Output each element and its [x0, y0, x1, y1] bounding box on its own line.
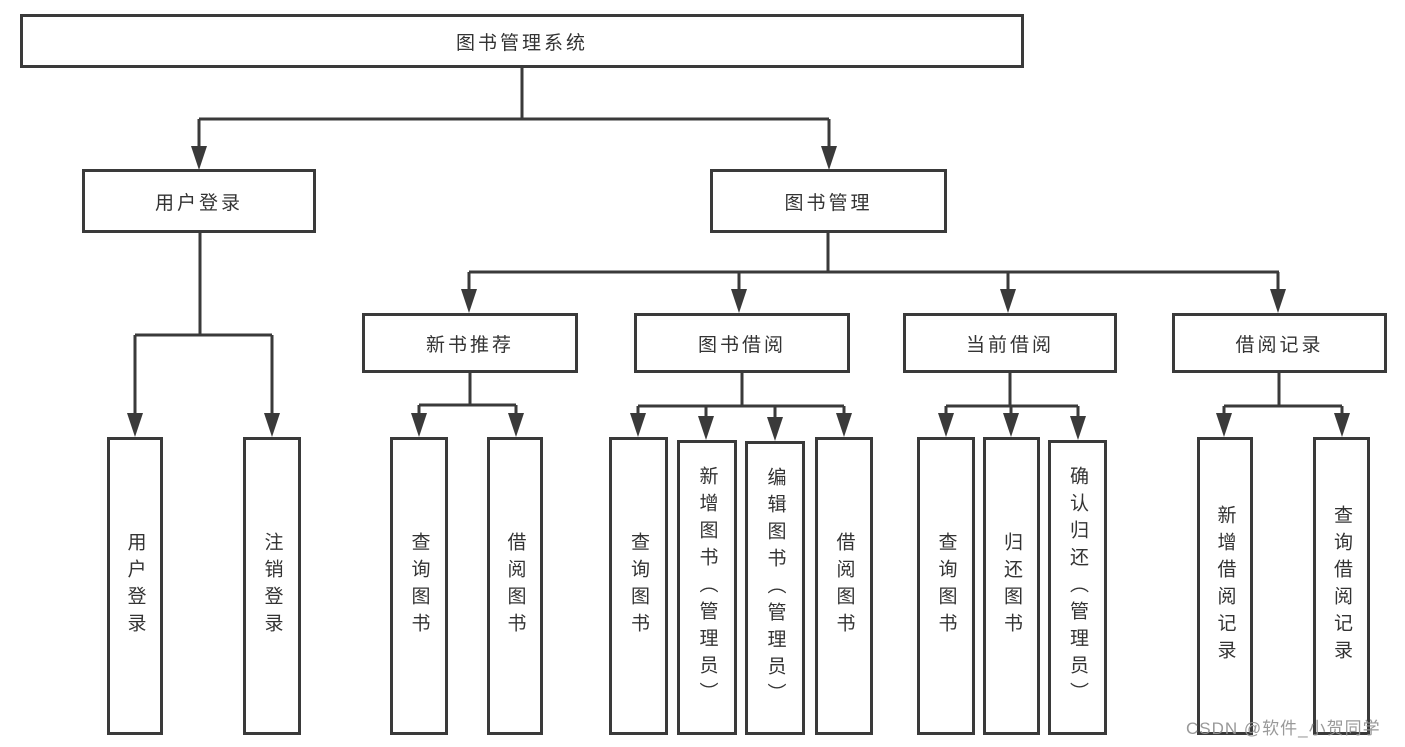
arrow-down-icon — [767, 417, 783, 441]
leaf-label: 借阅图书 — [504, 532, 526, 640]
node-label: 借阅记录 — [1235, 334, 1324, 356]
node-current-borrowing: 当前借阅 — [903, 313, 1117, 373]
leaf-label: 注销登录 — [261, 532, 283, 640]
connector-path — [417, 373, 518, 416]
leaf-label: 查询图书 — [408, 532, 430, 640]
node-new-book-recommend: 新书推荐 — [362, 313, 578, 373]
leaf-query-books: 查询图书 — [390, 437, 448, 735]
arrow-down-icon — [938, 413, 954, 437]
node-borrowing-records: 借阅记录 — [1172, 313, 1387, 373]
leaf-confirm-return-admin: 确认归还（管理员） — [1048, 440, 1107, 735]
leaf-label: 编辑图书（管理员） — [764, 466, 786, 710]
arrow-down-icon — [191, 146, 207, 170]
node-book-management: 图书管理 — [710, 169, 947, 233]
leaf-query-books: 查询图书 — [917, 437, 975, 735]
arrow-down-icon — [127, 413, 143, 437]
leaf-return-books: 归还图书 — [983, 437, 1040, 735]
arrow-down-icon — [1270, 289, 1286, 313]
leaf-borrow-books: 借阅图书 — [815, 437, 873, 735]
node-label: 图书管理系统 — [455, 32, 588, 54]
leaf-add-books-admin: 新增图书（管理员） — [677, 440, 737, 735]
leaf-edit-books-admin: 编辑图书（管理员） — [745, 441, 805, 735]
leaf-query-books: 查询图书 — [609, 437, 668, 735]
connector-path — [133, 233, 274, 416]
arrow-down-icon — [264, 413, 280, 437]
arrow-down-icon — [411, 413, 427, 437]
arrow-down-icon — [1000, 289, 1016, 313]
csdn-watermark: CSDN @软件_小贺同学 — [1186, 719, 1381, 738]
leaf-label: 确认归还（管理员） — [1067, 466, 1088, 709]
node-user-login: 用户登录 — [82, 169, 316, 233]
leaf-logout: 注销登录 — [243, 437, 301, 735]
leaf-label: 查询借阅记录 — [1331, 505, 1352, 667]
arrow-down-icon — [508, 413, 524, 437]
arrow-down-icon — [630, 413, 646, 437]
connector-path — [1222, 373, 1344, 416]
leaf-label: 查询图书 — [628, 532, 649, 640]
leaf-label: 归还图书 — [1001, 532, 1022, 640]
arrowhead-icons — [127, 146, 1350, 441]
arrow-down-icon — [731, 289, 747, 313]
arrow-down-icon — [821, 146, 837, 170]
node-label: 当前借阅 — [965, 334, 1054, 356]
connector-path — [197, 68, 831, 150]
connector-path — [636, 373, 846, 419]
connector-path — [467, 233, 1280, 292]
arrow-down-icon — [461, 289, 477, 313]
arrow-down-icon — [1003, 413, 1019, 437]
node-label: 图书借阅 — [697, 334, 786, 356]
leaf-label: 借阅图书 — [833, 532, 855, 640]
arrow-down-icon — [698, 416, 714, 440]
arrow-down-icon — [836, 413, 852, 437]
arrow-down-icon — [1070, 416, 1086, 440]
leaf-label: 查询图书 — [935, 532, 957, 640]
leaf-borrow-books: 借阅图书 — [487, 437, 543, 735]
leaf-label: 新增借阅记录 — [1214, 505, 1236, 667]
node-library-system: 图书管理系统 — [20, 14, 1024, 68]
arrow-down-icon — [1216, 413, 1232, 437]
leaf-add-borrow-record: 新增借阅记录 — [1197, 437, 1253, 735]
node-label: 用户登录 — [154, 192, 243, 214]
leaf-user-login: 用户登录 — [107, 437, 163, 735]
node-label: 图书管理 — [784, 192, 873, 214]
arrow-down-icon — [1334, 413, 1350, 437]
leaf-label: 用户登录 — [124, 532, 146, 640]
node-label: 新书推荐 — [425, 334, 514, 356]
leaf-label: 新增图书（管理员） — [696, 466, 718, 709]
leaf-query-borrow-record: 查询借阅记录 — [1313, 437, 1370, 735]
node-book-borrowing: 图书借阅 — [634, 313, 850, 373]
connector-path — [944, 373, 1080, 418]
